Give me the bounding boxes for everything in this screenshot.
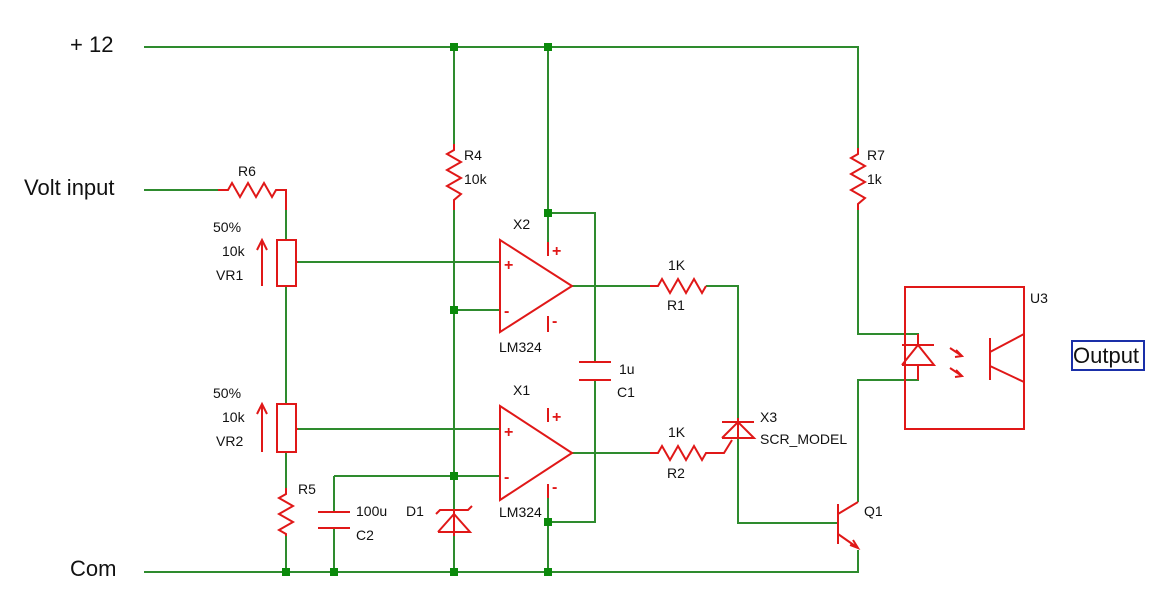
led-to-q1-wire <box>857 365 919 502</box>
opamp-x1 <box>499 404 574 502</box>
junction-dot <box>544 209 552 217</box>
junction-dot <box>282 568 290 576</box>
potentiometer-vr2 <box>256 401 298 453</box>
junction-dot <box>330 568 338 576</box>
r7-value: 1k <box>867 171 883 187</box>
potentiometer-vr1 <box>256 237 298 287</box>
resistor-r5 <box>276 488 296 536</box>
c1-ref: C1 <box>617 384 635 400</box>
x2-vplus-mark: + <box>552 243 561 260</box>
wires <box>144 46 919 573</box>
r2-ref: R2 <box>667 465 685 481</box>
wiper-arrow-icon <box>256 401 268 452</box>
pin-marks: + - + - + - + - <box>504 243 561 496</box>
r7-to-led-wire <box>857 210 919 345</box>
vr1-value: 10k <box>222 243 246 259</box>
c2-value: 100u <box>356 503 387 519</box>
resistor-r1 <box>650 276 707 296</box>
vr2-ref: VR2 <box>216 433 243 449</box>
vr2-value: 10k <box>222 409 246 425</box>
r6-ref: R6 <box>238 163 256 179</box>
resistor-r4 <box>444 144 464 210</box>
vcc-rail-wire <box>144 46 859 148</box>
junctions <box>282 43 552 576</box>
light-arrows-icon <box>949 347 965 378</box>
x1-vplus-mark: + <box>552 409 561 426</box>
c2-ref: C2 <box>356 527 374 543</box>
x2-ref: X2 <box>513 216 530 232</box>
junction-dot <box>450 568 458 576</box>
u3-ref: U3 <box>1030 290 1048 306</box>
r1-ref: R1 <box>667 297 685 313</box>
c1-value: 1u <box>619 361 635 377</box>
x2-vminus-mark: - <box>552 313 557 330</box>
q1-ref: Q1 <box>864 503 883 519</box>
c1-top-wire <box>548 212 596 362</box>
vr1-setting: 50% <box>213 219 241 235</box>
capacitor-c2 <box>318 511 350 529</box>
transistor-q1 <box>837 501 861 550</box>
resistor-r7 <box>848 148 868 210</box>
zener-diode-d1 <box>435 505 473 536</box>
x2-minus-mark: - <box>504 303 509 320</box>
resistor-r2 <box>650 439 733 463</box>
com-net-label: Com <box>70 556 116 581</box>
r1-value: 1K <box>668 257 686 273</box>
scr-to-q1-wire <box>737 438 838 524</box>
x1-value: LM324 <box>499 504 542 520</box>
x2-plus-mark: + <box>504 257 513 274</box>
output-port-box <box>1071 340 1145 371</box>
vcc-net-label: + 12 <box>70 32 113 57</box>
com-rail-wire <box>144 550 859 573</box>
r4-ref: R4 <box>464 147 482 163</box>
d1-ref: D1 <box>406 503 424 519</box>
scr-x3 <box>721 418 757 439</box>
x2-value: LM324 <box>499 339 542 355</box>
r1-to-scr-wire <box>706 285 739 418</box>
x1-vminus-mark: - <box>552 479 557 496</box>
junction-dot <box>450 43 458 51</box>
x3-ref: X3 <box>760 409 777 425</box>
r2-value: 1K <box>668 424 686 440</box>
x1-minus-mark: - <box>504 469 509 486</box>
x1-plus-mark: + <box>504 424 513 441</box>
volt-input-label: Volt input <box>24 175 115 200</box>
r7-ref: R7 <box>867 147 885 163</box>
junction-dot <box>450 472 458 480</box>
x1-ref: X1 <box>513 382 530 398</box>
r5-ref: R5 <box>298 481 316 497</box>
r4-value: 10k <box>464 171 488 187</box>
junction-dot <box>544 43 552 51</box>
junction-dot <box>544 518 552 526</box>
junction-dot <box>450 306 458 314</box>
vr1-ref: VR1 <box>216 267 243 283</box>
c1-bottom-wire <box>547 380 596 572</box>
x3-value: SCR_MODEL <box>760 431 847 447</box>
output-port-label: Output <box>1073 343 1139 368</box>
opamp-x2 <box>499 238 574 334</box>
vr2-setting: 50% <box>213 385 241 401</box>
wiper-arrow-icon <box>256 237 268 286</box>
junction-dot <box>544 568 552 576</box>
optocoupler-u3 <box>901 286 1025 430</box>
resistor-r6 <box>218 180 287 210</box>
capacitor-c1 <box>579 361 611 381</box>
